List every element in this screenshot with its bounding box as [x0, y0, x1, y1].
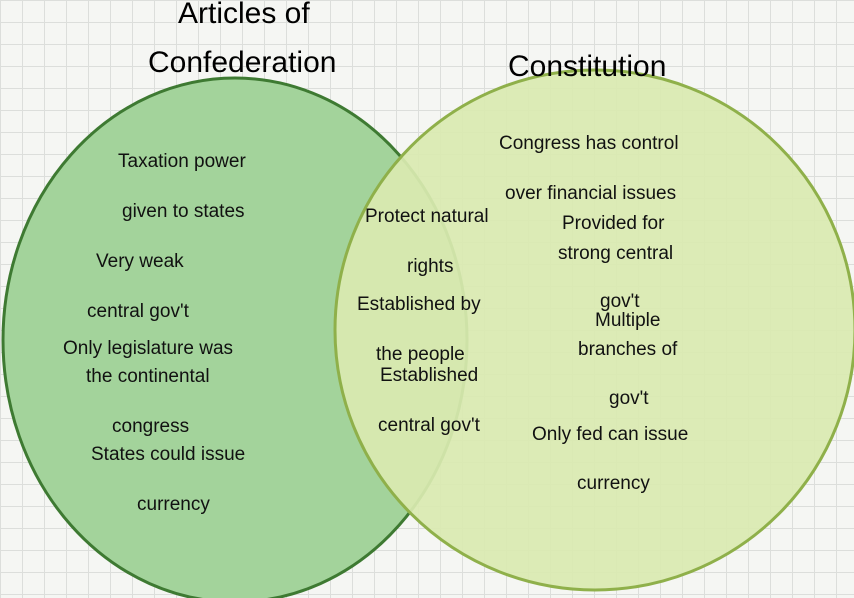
constitution-item: branches of [578, 339, 678, 360]
articles-item: central gov't [87, 301, 189, 322]
articles-title-line-1: Articles of [178, 0, 310, 30]
overlap-item: Protect natural [365, 206, 489, 227]
articles-item: Only legislature was [63, 338, 234, 359]
constitution-item: Multiple [595, 310, 661, 331]
constitution-item: over financial issues [505, 183, 677, 204]
articles-item: given to states [122, 201, 245, 222]
constitution-circle [333, 68, 854, 592]
constitution-item: gov't [600, 291, 640, 312]
articles-item: congress [112, 416, 190, 437]
constitution-title: Constitution [508, 50, 667, 83]
constitution-item: gov't [609, 388, 649, 409]
constitution-item: strong central [558, 243, 674, 264]
articles-item: currency [137, 494, 210, 515]
constitution-item: currency [577, 473, 650, 494]
overlap-item: Established by [357, 294, 481, 315]
articles-title-line-2: Confederation [148, 46, 337, 79]
constitution-item: Provided for [562, 213, 665, 234]
overlap-item: rights [407, 256, 454, 277]
constitution-item: Only fed can issue [532, 424, 689, 445]
constitution-item: Congress has control [499, 133, 679, 154]
articles-item: Taxation power [118, 151, 246, 172]
overlap-item: Established [380, 365, 479, 386]
overlap-item: the people [376, 344, 465, 365]
articles-item: States could issue [91, 444, 246, 465]
articles-item: Very weak [96, 251, 184, 272]
articles-item: the continental [86, 366, 210, 387]
overlap-item: central gov't [378, 415, 480, 436]
